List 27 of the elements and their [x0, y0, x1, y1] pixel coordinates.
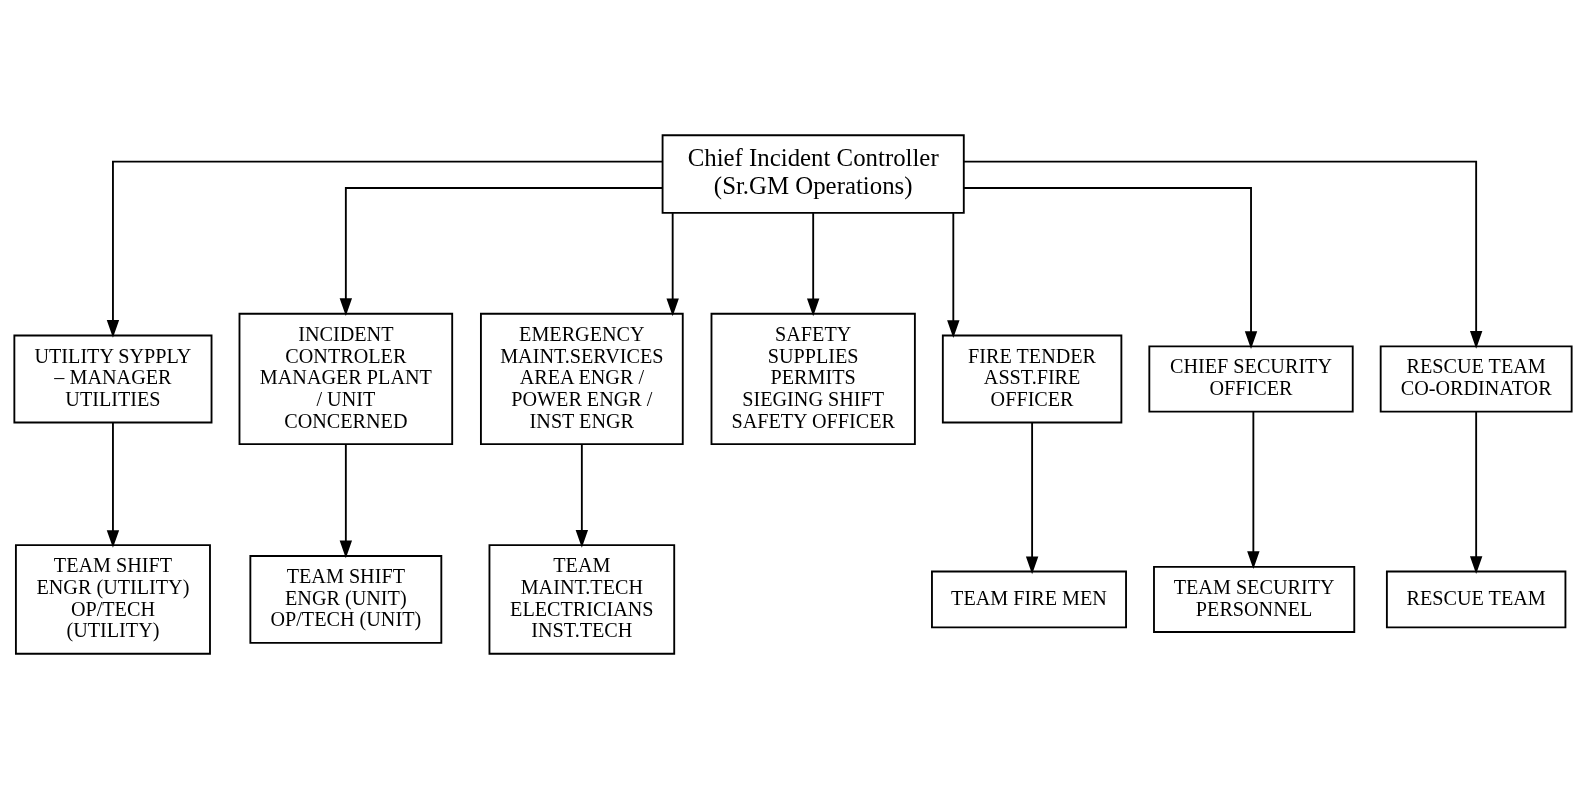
node-box: TEAM MAINT.TECH ELECTRICIANS INST.TECH: [488, 544, 676, 655]
node-box: TEAM SECURITY PERSONNEL: [1153, 565, 1356, 633]
arrow: [339, 187, 664, 317]
arrow: [806, 212, 820, 317]
node-box: FIRE TENDER ASST.FIRE OFFICER: [941, 334, 1123, 424]
node-box: UTILITY SYPPLY – MANAGER UTILITIES: [13, 334, 213, 424]
node-box: SAFETY SUPPLIES PERMITS SIEGING SHIFT SAFETY OFFICER: [710, 312, 916, 446]
node-box: Chief Incident Controller (Sr.GM Operations): [661, 134, 965, 214]
arrow: [666, 212, 679, 317]
arrow: [106, 160, 664, 338]
arrow: [963, 160, 1483, 349]
arrow: [1469, 411, 1483, 574]
arrow: [1247, 411, 1260, 570]
node-box: RESCUE TEAM: [1385, 570, 1567, 629]
node-box: CHIEF SECURITY OFFICER: [1148, 345, 1354, 413]
arrow: [947, 212, 960, 338]
node-box: TEAM SHIFT ENGR (UNIT) OP/TECH (UNIT): [249, 555, 443, 644]
node-box: INCIDENT CONTROLER MANAGER PLANT / UNIT CONCERNED: [238, 312, 454, 446]
node-box: EMERGENCY MAINT.SERVICES AREA ENGR / POWER ENGR / INST ENGR: [480, 312, 684, 446]
arrow: [339, 443, 353, 559]
arrow: [962, 187, 1258, 349]
node-box: TEAM FIRE MEN: [931, 570, 1127, 629]
node-box: RESCUE TEAM CO-ORDINATOR: [1379, 345, 1573, 413]
arrow: [575, 443, 589, 548]
arrow: [106, 421, 120, 548]
node-box: TEAM SHIFT ENGR (UTILITY) OP/TECH (UTILITY): [15, 544, 211, 655]
arrow: [1025, 421, 1039, 575]
